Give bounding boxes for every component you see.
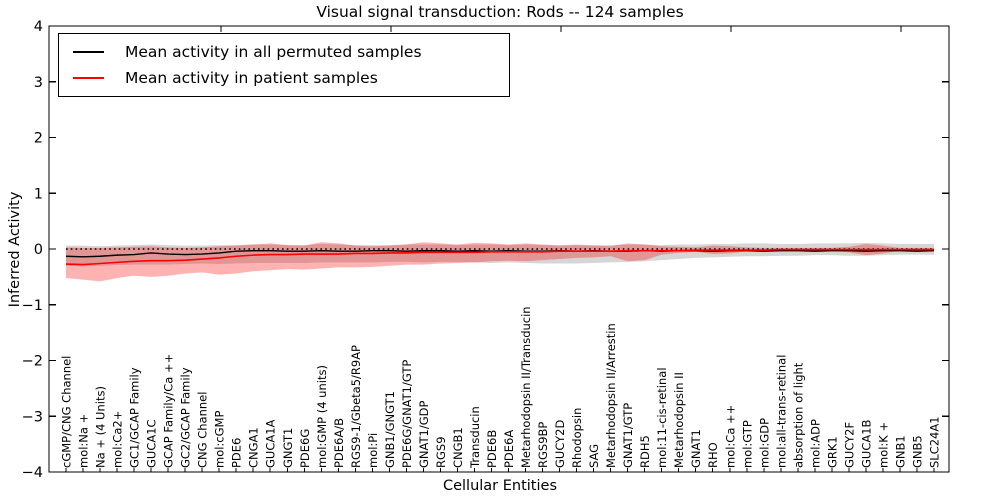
x-category-label: SLC24A1 xyxy=(928,416,942,468)
legend-label: Mean activity in all permuted samples xyxy=(125,42,422,61)
x-category-label: mol:Ca ++ xyxy=(723,405,737,468)
y-axis-label: Inferred Activity xyxy=(7,191,23,308)
permuted-mean-line xyxy=(65,249,935,258)
x-category-label: GUCY2F xyxy=(842,422,856,468)
x-category-label: absorption of light xyxy=(791,362,805,468)
y-tick-label: −1 xyxy=(22,298,43,314)
chart-title: Visual signal transduction: Rods -- 124 … xyxy=(316,3,684,21)
x-category-label: GC1/GCAP Family xyxy=(128,367,142,468)
x-category-label: GUCA1B xyxy=(859,419,873,468)
x-category-label: mol:Ca2+ xyxy=(111,411,125,468)
x-category-label: GC2/GCAP Family xyxy=(179,367,193,468)
x-category-label: Na + (4 Units) xyxy=(94,386,108,468)
x-category-label: mol:GMP (4 units) xyxy=(315,365,329,468)
x-category-label: CNGB1 xyxy=(451,427,465,468)
x-category-label: Metarhodopsin II xyxy=(672,372,686,468)
x-category-label: PDE6B xyxy=(485,430,499,468)
x-category-label: RHO xyxy=(706,442,720,468)
x-category-label: RGS9-1/Gbeta5/R9AP xyxy=(349,345,363,468)
x-category-label: CNGA1 xyxy=(247,427,261,468)
legend-line-swatch-permuted xyxy=(73,50,104,53)
x-category-label: mol:ADP xyxy=(808,419,822,468)
x-category-label: GNAT1/GTP xyxy=(621,403,635,468)
x-category-label: SAG xyxy=(587,444,601,468)
x-category-label: GNB1 xyxy=(893,435,907,468)
legend-item: Mean activity in all permuted samples xyxy=(59,43,509,61)
y-tick-label: 1 xyxy=(34,186,43,202)
x-category-label: GNAT1/GDP xyxy=(417,401,431,468)
x-category-label: RGS9BP xyxy=(536,422,550,468)
x-category-label: mol:11-cis-retinal xyxy=(655,367,669,468)
x-category-label: cGMP/CNG Channel xyxy=(60,356,74,468)
x-category-label: Transducin xyxy=(468,406,482,469)
x-category-label: GUCA1C xyxy=(145,419,159,468)
x-category-label: GNB5 xyxy=(910,435,924,468)
x-category-label: GNGT1 xyxy=(281,428,295,468)
x-category-label: CNG Channel xyxy=(196,392,210,468)
legend-item: Mean activity in patient samples xyxy=(59,69,509,87)
x-category-label: mol:GDP xyxy=(757,418,771,468)
x-category-label: PDE6G/GNAT1/GTP xyxy=(400,360,414,468)
x-category-label: RGS9 xyxy=(434,436,448,468)
x-category-label: GUCY2D xyxy=(553,420,567,468)
x-category-label: mol:all-trans-retinal xyxy=(774,355,788,468)
y-tick-label: 2 xyxy=(34,131,43,147)
x-category-label: RDH5 xyxy=(638,435,652,468)
x-category-label: mol:Na + xyxy=(77,414,91,468)
y-tick-label: −4 xyxy=(22,465,43,481)
x-category-label: PDE6A xyxy=(502,430,516,468)
patient-samples-range-band xyxy=(66,242,934,282)
patient-mean-line xyxy=(65,248,934,266)
x-category-label: Rhodopsin xyxy=(570,408,584,468)
legend-label: Mean activity in patient samples xyxy=(125,69,378,88)
x-axis-label: Cellular Entities xyxy=(442,478,558,494)
x-category-label: PDE6 xyxy=(230,438,244,468)
x-category-label: GUCA1A xyxy=(264,419,278,468)
x-category-label: mol:cGMP xyxy=(213,411,227,468)
x-category-label: Metarhodopsin II/Arrestin xyxy=(604,323,618,468)
x-category-label: GNAT1 xyxy=(689,429,703,468)
x-category-label: Metarhodopsin II/Transducin xyxy=(519,306,533,468)
y-tick-label: 3 xyxy=(34,75,43,91)
x-category-label: GNB1/GNGT1 xyxy=(383,391,397,468)
y-tick-label: 4 xyxy=(34,19,43,35)
y-tick-label: −2 xyxy=(22,354,43,370)
legend: Mean activity in all permuted samples Me… xyxy=(58,33,510,97)
legend-line-swatch-patient xyxy=(73,77,104,80)
y-tick-label: −3 xyxy=(22,409,43,425)
x-category-label: GRK1 xyxy=(825,436,839,468)
x-category-label: mol:Pi xyxy=(366,433,380,468)
x-category-label: PDE6A/B xyxy=(332,418,346,468)
x-category-label: mol:GTP xyxy=(740,420,754,468)
x-category-label: PDE6G xyxy=(298,429,312,468)
y-tick-label: 0 xyxy=(34,242,43,258)
x-category-label: mol:K + xyxy=(876,422,890,468)
x-category-label: GCAP Family/Ca ++ xyxy=(162,354,176,468)
